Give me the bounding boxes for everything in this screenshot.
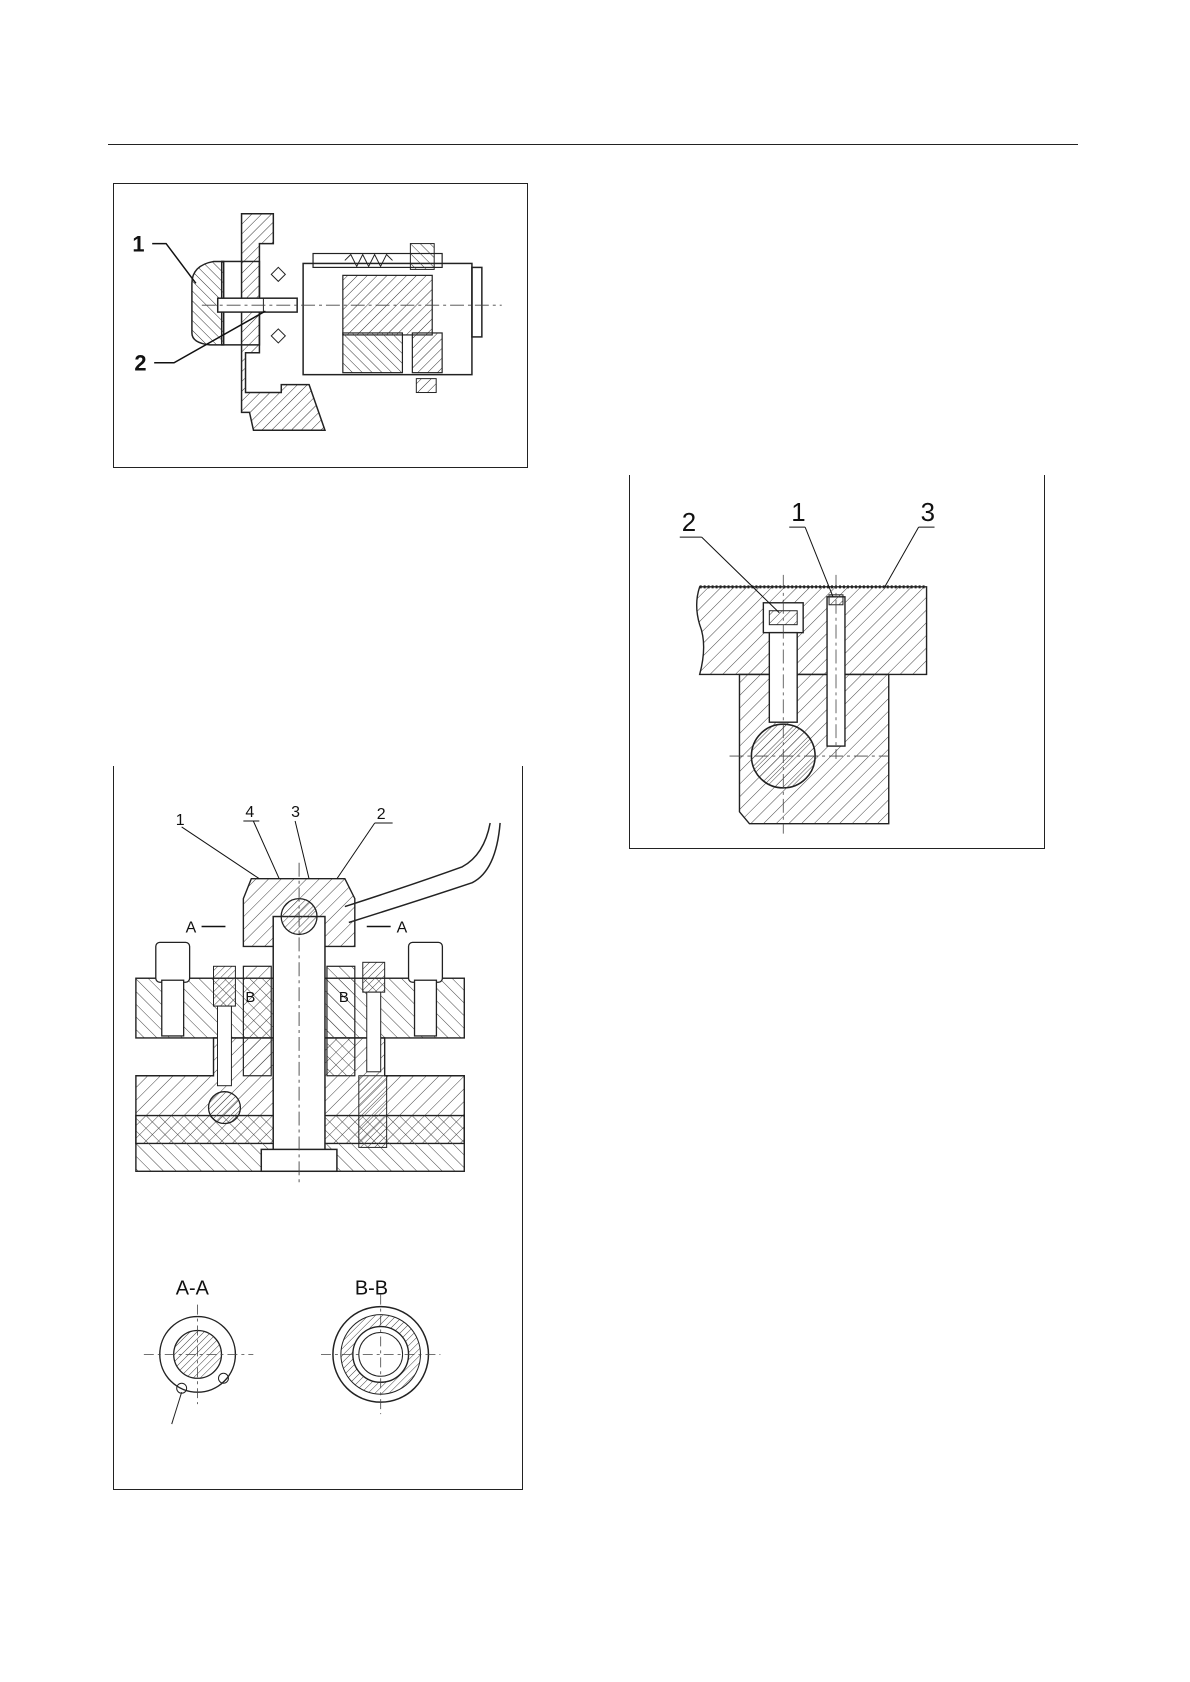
section-title-b-b: B-B: [355, 1278, 388, 1300]
section-mark-a-right: A: [397, 919, 408, 936]
fig1-callout-1: 1: [132, 232, 144, 257]
fig1-callout-2: 2: [134, 351, 146, 376]
figure-3-assembly-sections: 1 4 3 2 A A B B A-A B-B: [113, 766, 523, 1490]
fig2-callout-1: 1: [791, 499, 805, 527]
section-mark-b-left: B: [245, 989, 255, 1006]
figure-1-drawing: 1 2: [114, 184, 527, 467]
fig3-callout-3: 3: [291, 804, 300, 821]
header-rule: [108, 144, 1078, 145]
section-mark-b-right: B: [339, 989, 349, 1006]
fig2-callout-2: 2: [682, 509, 696, 537]
figure-2-drawing: 2 1 3: [630, 475, 1044, 848]
section-mark-a-left: A: [186, 919, 197, 936]
figure-3-drawing: 1 4 3 2 A A B B A-A B-B: [114, 766, 522, 1489]
figure-2-pin-detail: 2 1 3: [629, 475, 1045, 849]
figure-1-pump-cross-section: 1 2: [113, 183, 528, 468]
section-title-a-a: A-A: [176, 1278, 210, 1300]
fig2-callout-3: 3: [921, 499, 935, 527]
fig3-callout-4: 4: [245, 804, 254, 821]
fig3-callout-2: 2: [377, 806, 386, 823]
fig3-callout-1: 1: [176, 812, 185, 829]
